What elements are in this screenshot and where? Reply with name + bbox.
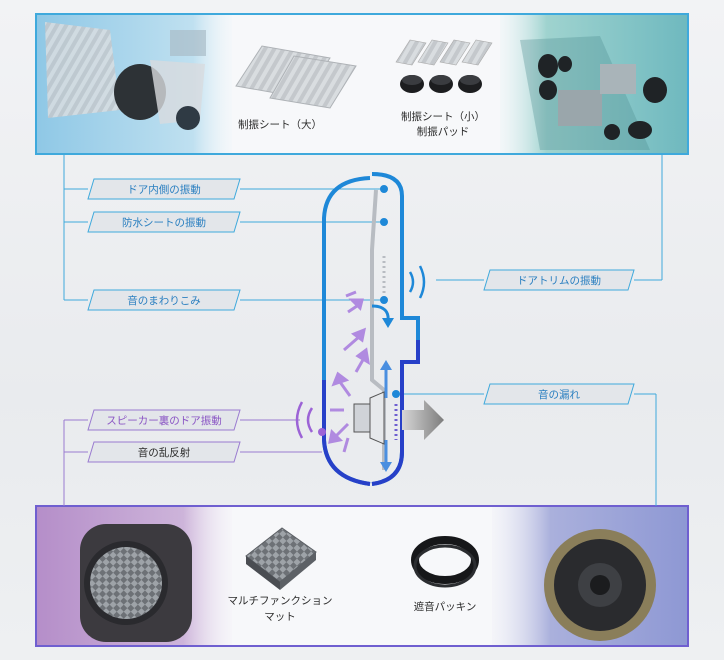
door-cross-section xyxy=(295,172,444,486)
speaker-icon xyxy=(353,391,385,445)
label-door-inner-vibration-text: ドア内側の振動 xyxy=(127,183,201,196)
top-product-panel: 制振シート（大） 制振シート（小） 制振パッド xyxy=(35,13,689,155)
small-damping-sheets-image xyxy=(395,39,493,66)
damping-pad-label: 制振パッド xyxy=(417,125,470,138)
label-door-trim-vibration: ドアトリムの振動 xyxy=(483,269,635,291)
label-speaker-back-door-vibration: スピーカー裏のドア振動 xyxy=(87,409,241,431)
soundproof-gasket-label: 遮音パッキン xyxy=(414,600,477,613)
vibration-waves-trim xyxy=(408,265,426,299)
label-door-inner-vibration: ドア内側の振動 xyxy=(87,178,241,200)
label-door-trim-vibration-text: ドアトリムの振動 xyxy=(517,274,601,287)
multifunction-mat-label-line1: マルチファンクション xyxy=(228,595,333,607)
sound-leak-arrow xyxy=(402,400,444,440)
label-sound-leak-text: 音の漏れ xyxy=(538,388,580,401)
large-damping-sheet-label: 制振シート（大） xyxy=(238,118,322,131)
reflection-arrows xyxy=(328,290,371,453)
bottom-product-panel: マルチファンクション マット 遮音パッキン xyxy=(35,505,689,647)
label-speaker-back-door-vibration-text: スピーカー裏のドア振動 xyxy=(106,414,222,427)
leader-lines-purple xyxy=(63,419,322,506)
label-sound-wraparound: 音のまわりこみ xyxy=(87,289,241,311)
label-waterproof-sheet-vibration-text: 防水シートの振動 xyxy=(122,216,206,229)
damping-pads-image xyxy=(400,75,482,93)
label-waterproof-sheet-vibration: 防水シートの振動 xyxy=(87,211,241,233)
large-damping-sheet-image xyxy=(235,45,357,109)
label-diffuse-reflection: 音の乱反射 xyxy=(87,441,241,463)
label-sound-leak: 音の漏れ xyxy=(483,383,635,405)
speaker-mount-photo xyxy=(37,507,232,645)
door-trim-photo xyxy=(500,15,687,153)
vibration-waves-speaker xyxy=(295,401,314,439)
leader-lines xyxy=(63,154,663,506)
label-sound-wraparound-text: 音のまわりこみ xyxy=(127,294,201,307)
small-damping-sheet-label: 制振シート（小） xyxy=(401,110,485,123)
speaker-installed-photo xyxy=(492,507,687,645)
door-inner-photo xyxy=(37,15,232,153)
soundproof-gasket-image xyxy=(411,536,479,588)
multifunction-mat-label-line2: マット xyxy=(264,611,296,623)
label-diffuse-reflection-text: 音の乱反射 xyxy=(138,446,191,459)
multifunction-mat-image xyxy=(245,527,317,590)
